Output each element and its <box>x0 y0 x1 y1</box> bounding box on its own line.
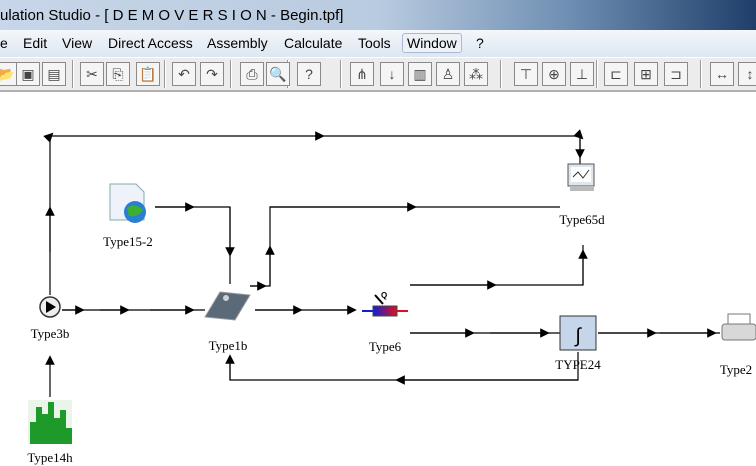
toolbar-separator <box>340 60 342 88</box>
toolbar: 📂▣▤ ✂⎘📋 ↶↷ ⎙🔍? ⋔↓▥♙⁂ ⊤⊕⊥ ⊏⊞⊐ ↔↕ <box>0 58 756 92</box>
space-horizontal-button[interactable]: ↔ <box>710 62 734 86</box>
menu-bar: e Edit View Direct Access Assembly Calcu… <box>0 30 756 57</box>
title-bar: ulation Studio - [ D E M O V E R S I O N… <box>0 0 756 30</box>
toolbar-separator <box>72 60 74 88</box>
align-bottom-button[interactable]: ⊥ <box>570 62 594 86</box>
menu-help[interactable]: ? <box>476 35 484 51</box>
window-title: ulation Studio - [ D E M O V E R S I O N… <box>0 7 344 24</box>
toolbar-separator <box>596 60 598 88</box>
redo-button[interactable]: ↷ <box>200 62 224 86</box>
align-right-button[interactable]: ⊐ <box>664 62 688 86</box>
toolbar-separator <box>500 60 502 88</box>
align-middle-button[interactable]: ⊕ <box>542 62 566 86</box>
undo-button[interactable]: ↶ <box>172 62 196 86</box>
toolbar-separator <box>700 60 702 88</box>
component-label-type1b: Type1b <box>208 338 248 353</box>
align-center-button[interactable]: ⊞ <box>634 62 658 86</box>
hierarchy-button[interactable]: ⋔ <box>350 62 374 86</box>
online-plotter-icon[interactable] <box>567 163 595 191</box>
component-label-type65d: Type65d <box>559 212 605 227</box>
connection-lines <box>43 129 720 397</box>
menu-tools[interactable]: Tools <box>358 35 391 51</box>
table-button[interactable]: ▥ <box>408 62 432 86</box>
component-label-type15-2: Type15-2 <box>103 234 153 249</box>
menu-direct-access[interactable]: Direct Access <box>108 35 193 51</box>
paint-button[interactable]: ♙ <box>436 62 460 86</box>
align-top-button[interactable]: ⊤ <box>514 62 538 86</box>
menu-edit[interactable]: Edit <box>23 35 48 51</box>
paste-button[interactable]: 📋 <box>136 62 160 86</box>
integral-symbol: ∫ <box>574 325 582 347</box>
component-label-type24: TYPE24 <box>555 357 601 372</box>
menu-file[interactable]: e <box>0 35 8 51</box>
toolbar-separator <box>230 60 232 88</box>
diagram-canvas[interactable]: Q ∫ <box>0 92 756 462</box>
plotter-icon[interactable] <box>28 400 72 444</box>
component-label-type25: Type2 <box>719 362 753 377</box>
save-all-button[interactable]: ▤ <box>42 62 66 86</box>
import-button[interactable]: ↓ <box>380 62 404 86</box>
printer-icon[interactable] <box>721 313 756 341</box>
component-label-type3b: Type3b <box>30 326 70 341</box>
weather-data-icon[interactable] <box>109 183 146 223</box>
print-preview-button[interactable]: 🔍 <box>266 62 290 86</box>
heater-q-label: Q <box>381 291 387 300</box>
save-button[interactable]: ▣ <box>16 62 40 86</box>
menu-view[interactable]: View <box>62 35 93 51</box>
solar-collector-icon[interactable] <box>204 291 251 321</box>
open-button[interactable]: 📂 <box>0 62 18 86</box>
help-button[interactable]: ? <box>297 62 321 86</box>
align-left-button[interactable]: ⊏ <box>604 62 628 86</box>
cut-button[interactable]: ✂ <box>80 62 104 86</box>
heater-icon[interactable]: Q <box>362 291 408 317</box>
for-loop-button[interactable]: ⁂ <box>464 62 488 86</box>
space-vertical-button[interactable]: ↕ <box>738 62 756 86</box>
pump-icon[interactable] <box>39 296 61 318</box>
menu-window[interactable]: Window <box>402 33 462 53</box>
menu-assembly[interactable]: Assembly <box>207 35 268 51</box>
print-button[interactable]: ⎙ <box>240 62 264 86</box>
copy-button[interactable]: ⎘ <box>106 62 130 86</box>
component-label-type14h: Type14h <box>27 450 73 465</box>
menu-calculate[interactable]: Calculate <box>284 35 343 51</box>
toolbar-separator <box>164 60 166 88</box>
component-label-type6: Type6 <box>368 339 402 354</box>
integrator-icon[interactable]: ∫ <box>559 315 597 351</box>
